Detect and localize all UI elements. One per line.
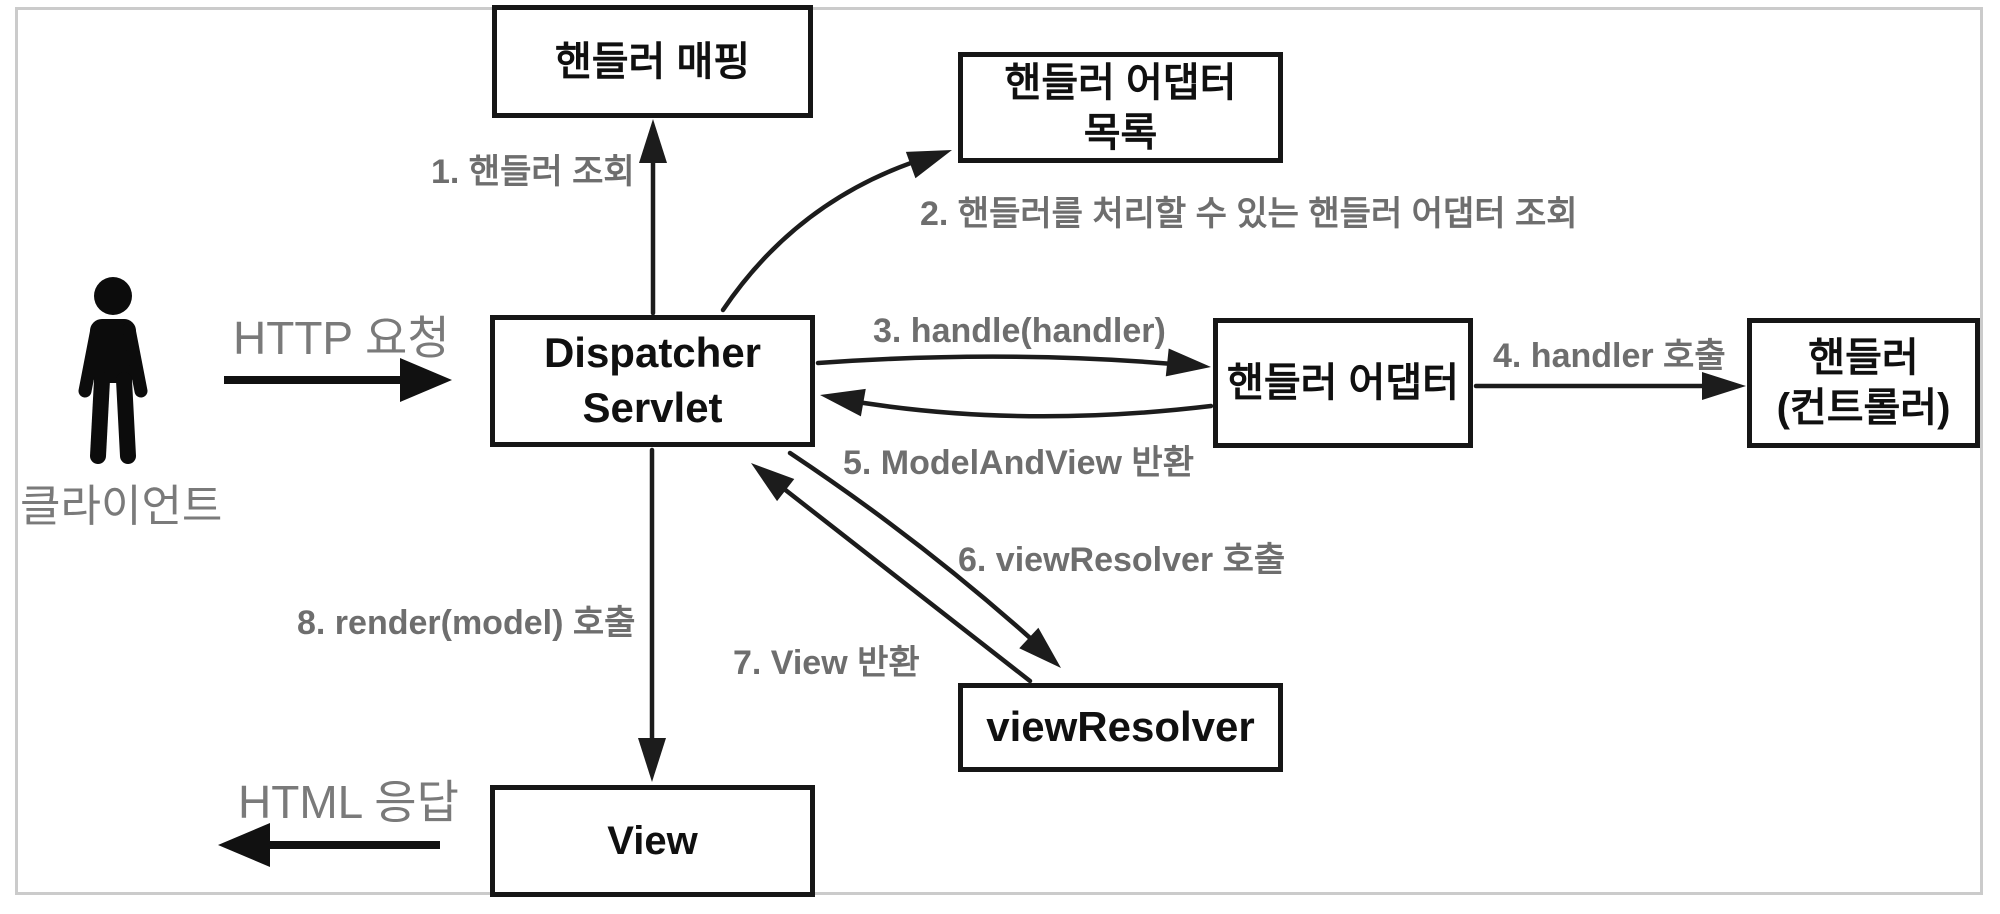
step1-label: 1. 핸들러 조회 bbox=[431, 153, 635, 191]
step8-label: 8. render(model) 호출 bbox=[297, 604, 636, 642]
handler-adapter-list-box: 핸들러 어댑터 목록 bbox=[958, 52, 1283, 163]
view-resolver-box: viewResolver bbox=[958, 683, 1283, 772]
handler-controller-label-line2: (컨트롤러) bbox=[1776, 386, 1951, 430]
view-label: View bbox=[607, 819, 698, 863]
arrow-step1 bbox=[639, 119, 667, 316]
arrow-step3 bbox=[815, 348, 1211, 377]
step5-label: 5. ModelAndView 반환 bbox=[843, 444, 1194, 482]
arrow-step7 bbox=[751, 463, 1033, 684]
http-request-label: HTTP 요청 bbox=[233, 312, 450, 364]
http-request-arrow bbox=[224, 358, 452, 402]
arrow-step5 bbox=[820, 388, 1214, 419]
view-box: View bbox=[490, 785, 815, 897]
handler-adapter-list-label-line2: 목록 bbox=[1083, 110, 1158, 155]
handler-controller-box: 핸들러 (컨트롤러) bbox=[1747, 318, 1980, 448]
step3-label: 3. handle(handler) bbox=[873, 312, 1166, 350]
person-icon bbox=[78, 277, 148, 464]
html-response-arrow bbox=[218, 823, 440, 867]
handler-mapping-label: 핸들러 매핑 bbox=[554, 39, 751, 84]
arrow-step6 bbox=[787, 450, 1061, 668]
step2-label: 2. 핸들러를 처리할 수 있는 핸들러 어댑터 조회 bbox=[920, 195, 1578, 233]
html-response-label: HTML 응답 bbox=[238, 776, 459, 828]
handler-mapping-box: 핸들러 매핑 bbox=[492, 5, 813, 118]
step6-label: 6. viewResolver 호출 bbox=[958, 541, 1286, 579]
handler-controller-label-line1: 핸들러 bbox=[1808, 336, 1919, 380]
dispatcher-servlet-label-line2: Servlet bbox=[582, 384, 723, 431]
step4-label: 4. handler 호출 bbox=[1493, 337, 1726, 375]
client-label: 클라이언트 bbox=[20, 482, 223, 531]
handler-adapter-list-label-line1: 핸들러 어댑터 bbox=[1004, 60, 1237, 105]
view-resolver-label: viewResolver bbox=[986, 703, 1255, 751]
arrow-step4 bbox=[1473, 372, 1746, 400]
handler-adapter-label: 핸들러 어댑터 bbox=[1227, 361, 1459, 405]
dispatcher-servlet-label-line1: Dispatcher bbox=[543, 329, 762, 377]
arrow-step2 bbox=[720, 150, 952, 313]
handler-adapter-box: 핸들러 어댑터 bbox=[1213, 318, 1473, 448]
arrow-step8 bbox=[638, 447, 666, 782]
dispatcher-servlet-box: Dispatcher Servlet bbox=[490, 315, 815, 447]
step7-label: 7. View 반환 bbox=[733, 644, 920, 682]
